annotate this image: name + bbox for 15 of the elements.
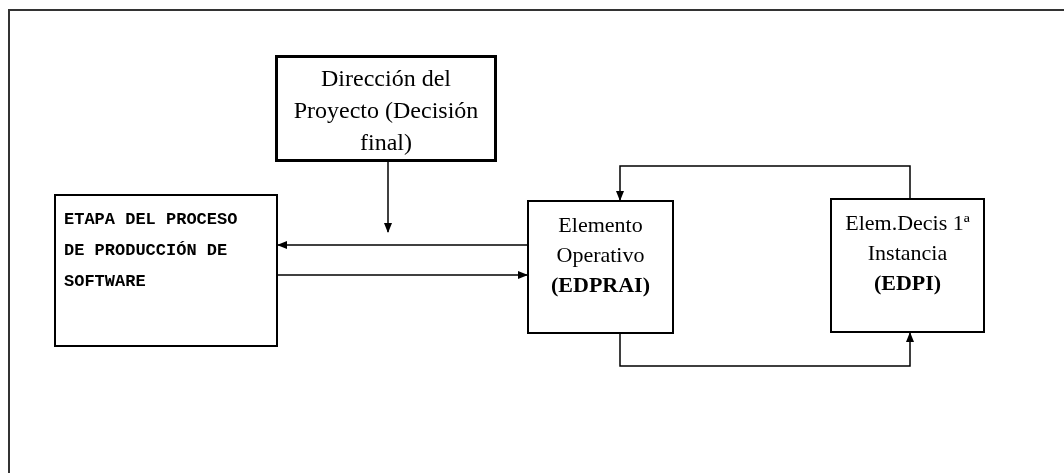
arrow <box>277 271 528 279</box>
arrow <box>619 332 914 367</box>
box-text: (EDPI) <box>872 269 943 297</box>
box-text: Elemento Operativo <box>555 211 646 269</box>
box-text: (EDPRAI) <box>550 271 651 299</box>
arrow <box>277 241 528 249</box>
arrow <box>384 161 392 233</box>
process-box <box>527 200 674 334</box>
box-text: Dirección del Proyecto (Decisión final) <box>292 64 480 157</box>
process-box <box>54 194 278 347</box>
arrow <box>616 165 911 201</box>
box-text: Elem.Decis 1ª Instancia <box>844 209 971 267</box>
box-text: ETAPA DEL PROCESO DE PRODUCCIÓN DE SOFTWARE <box>64 209 239 293</box>
process-box <box>275 55 497 162</box>
process-box <box>830 198 985 333</box>
